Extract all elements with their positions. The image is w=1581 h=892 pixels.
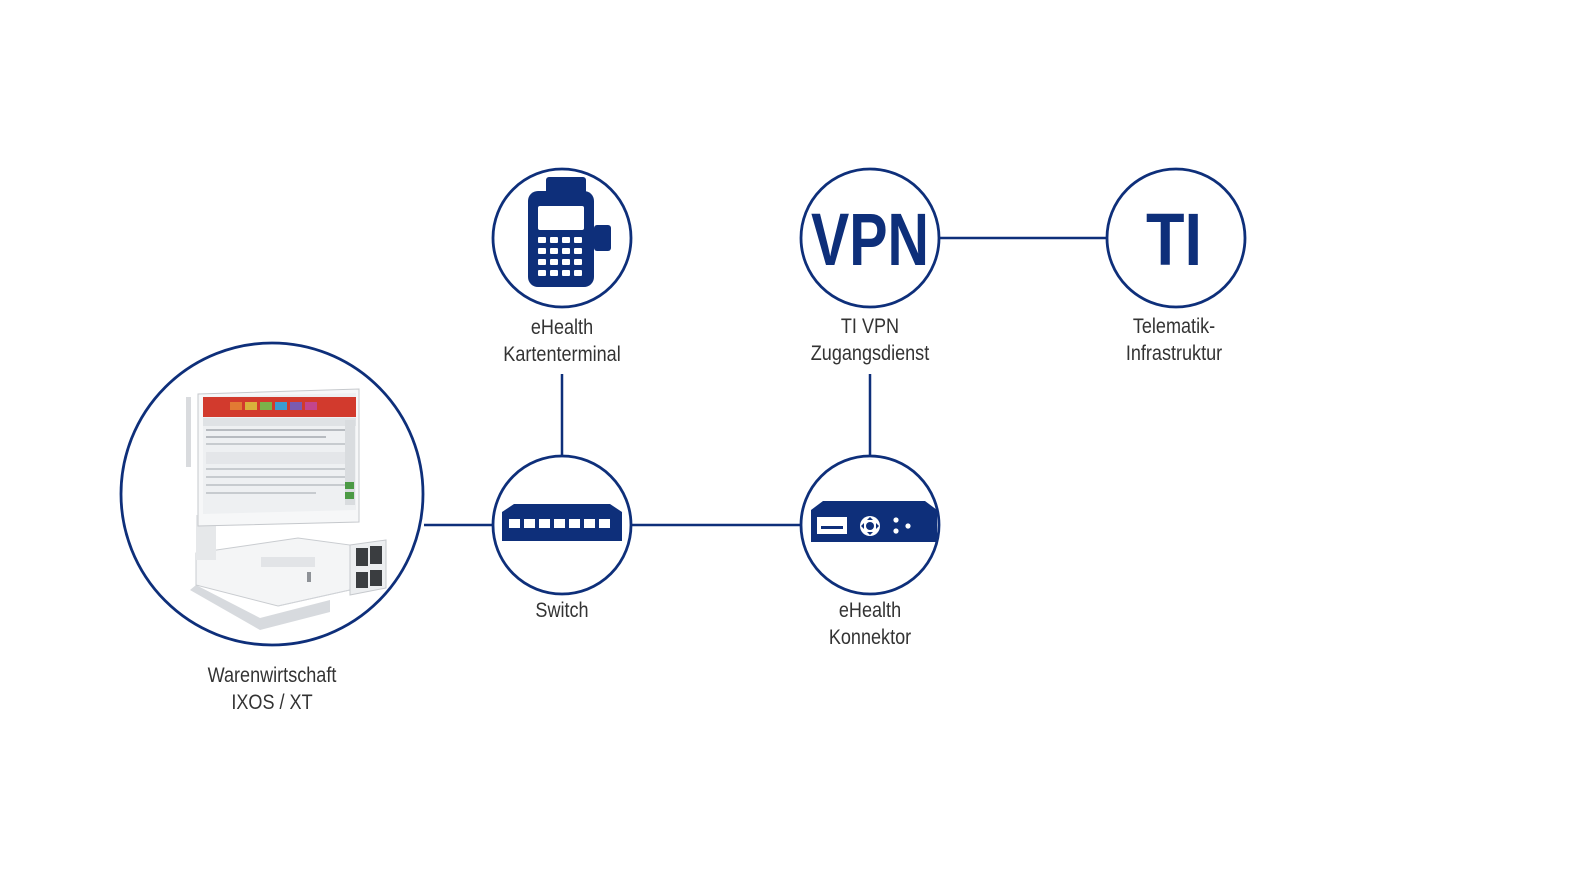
- vpn-icon: VPN: [811, 198, 929, 281]
- node-kartenterminal: [491, 167, 633, 309]
- node-switch: [491, 454, 633, 596]
- label-kartenterminal-line2: Kartenterminal: [503, 343, 621, 366]
- label-ti: Telematik- Infrastruktur: [1088, 313, 1260, 367]
- network-switch-icon: [502, 504, 622, 541]
- label-konnektor-line2: Konnektor: [828, 626, 912, 649]
- node-vpn: VPN: [799, 167, 941, 309]
- node-ti: TI: [1105, 167, 1247, 309]
- label-konnektor: eHealth Konnektor: [784, 597, 956, 651]
- card-terminal-icon: [528, 177, 611, 287]
- label-kartenterminal-line1: eHealth: [530, 316, 594, 339]
- label-warenwirtschaft: Warenwirtschaft IXOS / XT: [169, 662, 375, 716]
- ti-icon: TI: [1146, 198, 1202, 281]
- label-vpn: TI VPN Zugangsdienst: [784, 313, 956, 367]
- label-switch-line1: Switch: [535, 599, 589, 622]
- pos-terminal-icon: [186, 388, 387, 630]
- label-warenwirtschaft-line2: IXOS / XT: [231, 691, 313, 714]
- node-konnektor: [799, 454, 941, 596]
- label-warenwirtschaft-line1: Warenwirtschaft: [207, 664, 337, 687]
- label-switch: Switch: [476, 597, 648, 624]
- label-konnektor-line1: eHealth: [838, 599, 902, 622]
- label-vpn-line2: Zugangsdienst: [810, 342, 930, 365]
- node-warenwirtschaft: [119, 341, 425, 647]
- label-ti-line1: Telematik-: [1132, 315, 1216, 338]
- connector-device-icon: [811, 501, 937, 542]
- label-kartenterminal: eHealth Kartenterminal: [476, 314, 648, 368]
- label-ti-line2: Infrastruktur: [1125, 342, 1223, 365]
- label-vpn-line1: TI VPN: [840, 315, 900, 338]
